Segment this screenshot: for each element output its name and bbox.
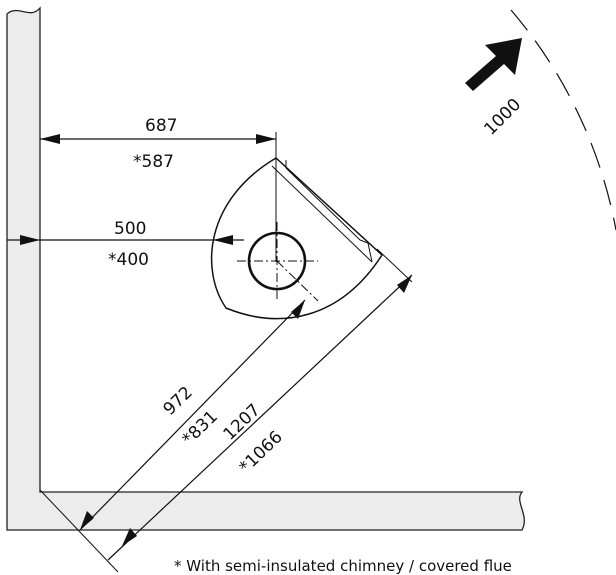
front-clearance-arc — [510, 9, 616, 231]
arrow-head — [291, 300, 305, 319]
dimension-label-587: *587 — [133, 152, 174, 172]
arrow-head — [80, 511, 94, 530]
arrow-head — [40, 134, 60, 144]
extension-line — [39, 489, 119, 573]
stove-door-line — [285, 167, 361, 241]
dimension-label-1000: 1000 — [480, 95, 525, 140]
dimension-line-972 — [79, 299, 306, 531]
dimension-label-500: 500 — [114, 219, 146, 239]
stove-door-line — [271, 165, 373, 263]
flue-centerline-diagonal — [276, 260, 319, 302]
stove-body — [210, 157, 383, 320]
stove-door-frame — [285, 160, 373, 263]
dimension-label-400: *400 — [108, 250, 149, 270]
extension-line — [376, 248, 413, 283]
dimension-label-831: *831 — [179, 407, 222, 450]
arrow-head — [397, 275, 412, 293]
corner-wall — [6, 6, 525, 531]
arrow-head — [122, 528, 137, 546]
dimension-line-1207 — [107, 274, 413, 561]
arrow-head — [256, 134, 276, 144]
arrow-head — [20, 235, 40, 245]
dimension-label-687: 687 — [145, 116, 177, 136]
dimension-label-972: 972 — [160, 383, 197, 420]
arrow-head — [213, 235, 233, 245]
footnote: * With semi-insulated chimney / covered … — [174, 557, 512, 575]
dimension-label-1207: 1207 — [220, 400, 265, 444]
front-clearance-arrow-icon — [465, 38, 522, 91]
